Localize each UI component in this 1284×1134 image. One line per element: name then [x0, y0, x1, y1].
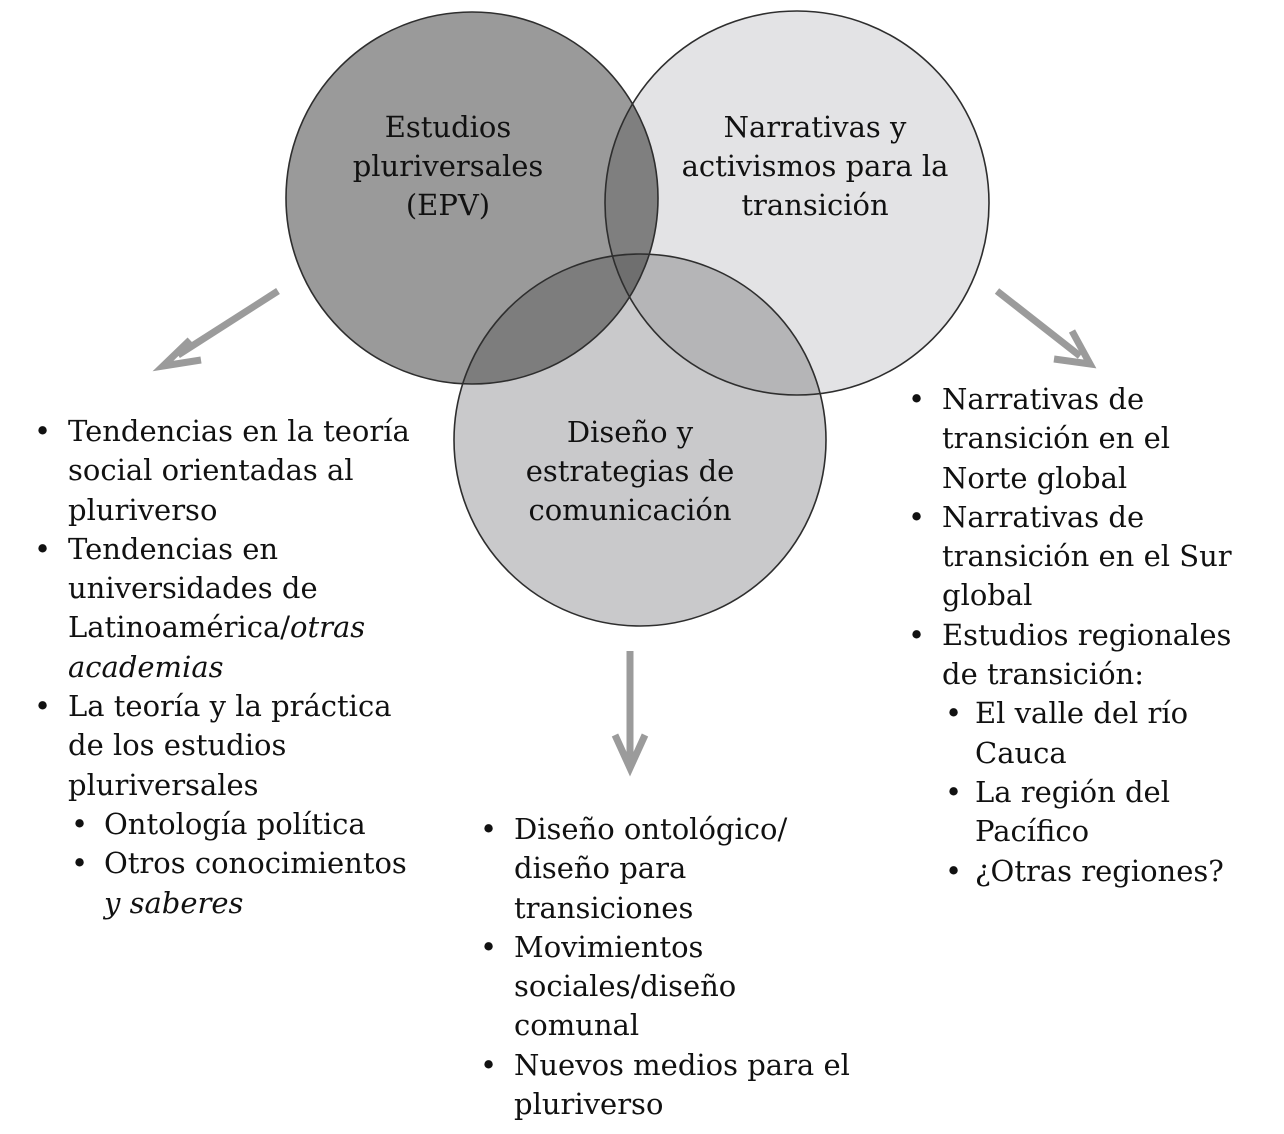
list-item-text: Nuevos medios para el pluriverso: [514, 1047, 850, 1122]
list-item-italic-text: otras academias: [68, 610, 366, 684]
list-item: Tendencias en universidades de Latinoamé…: [32, 530, 412, 687]
arrow-left: [152, 288, 280, 372]
circle-label-epv: Estudios pluriversales (EPV): [318, 108, 578, 225]
sub-list-item: Otros conocimientos y saberes: [68, 844, 412, 923]
sub-list: Ontología política Otros conocimientos y…: [68, 805, 412, 923]
list-item: Nuevos medios para el pluriverso: [478, 1046, 858, 1125]
list-item-text: Narrativas de transición en el Norte glo…: [942, 382, 1171, 495]
circle-label-diseno: Diseño y estrategias de comunicación: [495, 413, 765, 530]
list-item: Narrativas de transición en el Sur globa…: [906, 498, 1251, 616]
circle-label-line: Narrativas y: [723, 110, 907, 144]
circle-label-line: comunicación: [528, 493, 732, 527]
sub-list-item: ¿Otras regiones?: [942, 852, 1251, 892]
list-item: Narrativas de transición en el Norte glo…: [906, 380, 1251, 498]
list-item-text: Tendencias en la teoría social orientada…: [68, 414, 410, 527]
list-item-text: Tendencias en universidades de Latinoamé…: [68, 531, 318, 645]
overlap-epv-diseno: [454, 254, 658, 384]
list-item-text: Ontología política: [104, 806, 366, 841]
list-item: Diseño ontológico/ diseño para transicio…: [478, 810, 858, 928]
list-epv-topics: Tendencias en la teoría social orientada…: [32, 412, 412, 923]
arrow-down: [611, 651, 649, 777]
list-item-text: Otros conocimientos: [104, 846, 407, 881]
list-item-text: El valle del río Cauca: [975, 696, 1189, 770]
list-item-italic-text: y saberes: [104, 885, 244, 920]
list-item: Tendencias en la teoría social orientada…: [32, 412, 412, 530]
circle-label-line: Diseño y: [566, 415, 694, 449]
sub-list: El valle del río Cauca La región del Pac…: [942, 694, 1251, 892]
list-item-text: La región del Pacífico: [975, 774, 1170, 849]
circle-label-line: activismos para la: [681, 149, 949, 183]
sub-list-item: Ontología política: [68, 805, 412, 845]
list-item-text: Movimientos sociales/diseño comunal: [514, 929, 737, 1043]
sub-list-item: El valle del río Cauca: [942, 694, 1251, 773]
list-item: Estudios regionales de transición: El va…: [906, 616, 1251, 891]
circle-label-line: transición: [741, 188, 889, 222]
list-item-text: Narrativas de transición en el Sur globa…: [942, 499, 1232, 613]
circle-label-line: pluriversales: [352, 149, 544, 183]
circle-label-line: Estudios: [384, 110, 512, 144]
circle-label-line: (EPV): [405, 188, 491, 222]
list-item-text: Diseño ontológico/ diseño para transicio…: [514, 812, 788, 925]
list-item-text: La teoría y la práctica de los estudios …: [68, 689, 392, 802]
list-item-text: ¿Otras regiones?: [975, 853, 1224, 888]
outline-epv: [285, 11, 659, 385]
outline-narrativas: [604, 10, 990, 396]
overlap-narrativas-diseno: [605, 254, 826, 395]
outline-diseno: [453, 253, 827, 627]
list-item-text: Estudios regionales de transición:: [942, 617, 1232, 692]
list-item: La teoría y la práctica de los estudios …: [32, 687, 412, 923]
list-diseno-topics: Diseño ontológico/ diseño para transicio…: [478, 810, 858, 1124]
circle-label-narrativas: Narrativas y activismos para la transici…: [660, 108, 970, 225]
arrow-right: [994, 288, 1097, 369]
list-narrativas-topics: Narrativas de transición en el Norte glo…: [906, 380, 1251, 891]
sub-list-item: La región del Pacífico: [942, 773, 1251, 852]
circle-label-line: estrategias de: [525, 454, 735, 488]
list-item: Movimientos sociales/diseño comunal: [478, 928, 858, 1046]
